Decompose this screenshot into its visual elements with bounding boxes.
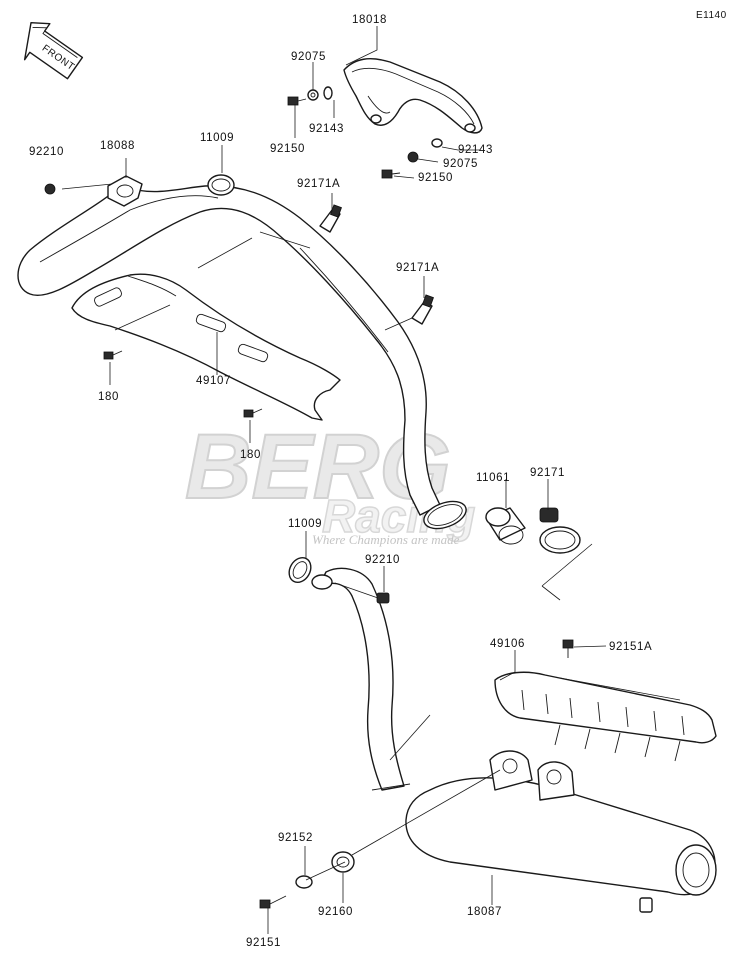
label-92152: 92152 (278, 832, 313, 844)
pipe-joint-11061 (485, 507, 526, 545)
label-92151: 92151 (246, 937, 281, 949)
screw-180-2 (243, 408, 263, 418)
nut-92210-mid (376, 592, 390, 604)
label-18018: 18018 (352, 14, 387, 26)
label-92151A: 92151A (609, 641, 652, 653)
label-92210-top: 92210 (29, 146, 64, 158)
label-92143-top: 92143 (309, 123, 344, 135)
screw-180-1 (103, 350, 123, 360)
bolt-92150-top (287, 96, 307, 106)
bolt-92150-right (381, 169, 401, 179)
label-49107: 49107 (196, 375, 231, 387)
label-18088: 18088 (100, 140, 135, 152)
clamp-92171A-1 (319, 204, 342, 233)
exhaust-header-18088 (17, 175, 467, 530)
label-92171: 92171 (530, 467, 565, 479)
nut-92075-top (307, 89, 319, 101)
nut-92210-top (44, 183, 56, 195)
washer-92152 (295, 875, 313, 889)
label-92171A-1: 92171A (297, 178, 340, 190)
heat-shield-49107 (71, 273, 341, 421)
heat-shield-49106 (494, 671, 717, 762)
label-92160: 92160 (318, 906, 353, 918)
diagram-ref: E1140 (696, 10, 727, 21)
label-11061: 11061 (476, 472, 510, 484)
gasket-11009-mid (288, 556, 312, 584)
muffler-18087 (405, 750, 717, 913)
label-92210-mid: 92210 (365, 554, 400, 566)
label-180-2: 180 (240, 449, 261, 461)
bolt-92151 (259, 895, 287, 909)
watermark-tagline: Where Champions are made (312, 532, 460, 547)
clamp-92171A-2 (411, 294, 434, 325)
nut-92075-right (407, 151, 419, 163)
gasket-11009-top (207, 174, 235, 196)
collar-92160 (331, 851, 355, 873)
label-92150-top: 92150 (270, 143, 305, 155)
label-92171A-2: 92171A (396, 262, 439, 274)
washer-92143-right (431, 138, 443, 148)
washer-92143-top (323, 86, 333, 100)
label-11009-top: 11009 (200, 132, 234, 144)
front-arrow-icon: FRONT (23, 21, 84, 80)
label-18087: 18087 (467, 906, 502, 918)
label-49106: 49106 (490, 638, 525, 650)
label-180-1: 180 (98, 391, 119, 403)
heat-guard-18018 (343, 58, 483, 134)
exhaust-mid-pipe (311, 567, 411, 791)
hose-clamp-92171 (539, 507, 581, 554)
label-92075-top: 92075 (291, 51, 326, 63)
leader-lines (61, 26, 681, 934)
label-92150-right: 92150 (418, 172, 453, 184)
part-labels: 18018 92075 92143 92150 92143 92075 9215… (29, 14, 652, 949)
label-92143-right: 92143 (458, 144, 493, 156)
label-11009-mid: 11009 (288, 518, 322, 530)
label-92075-right: 92075 (443, 158, 478, 170)
bolt-92151A (562, 639, 574, 658)
